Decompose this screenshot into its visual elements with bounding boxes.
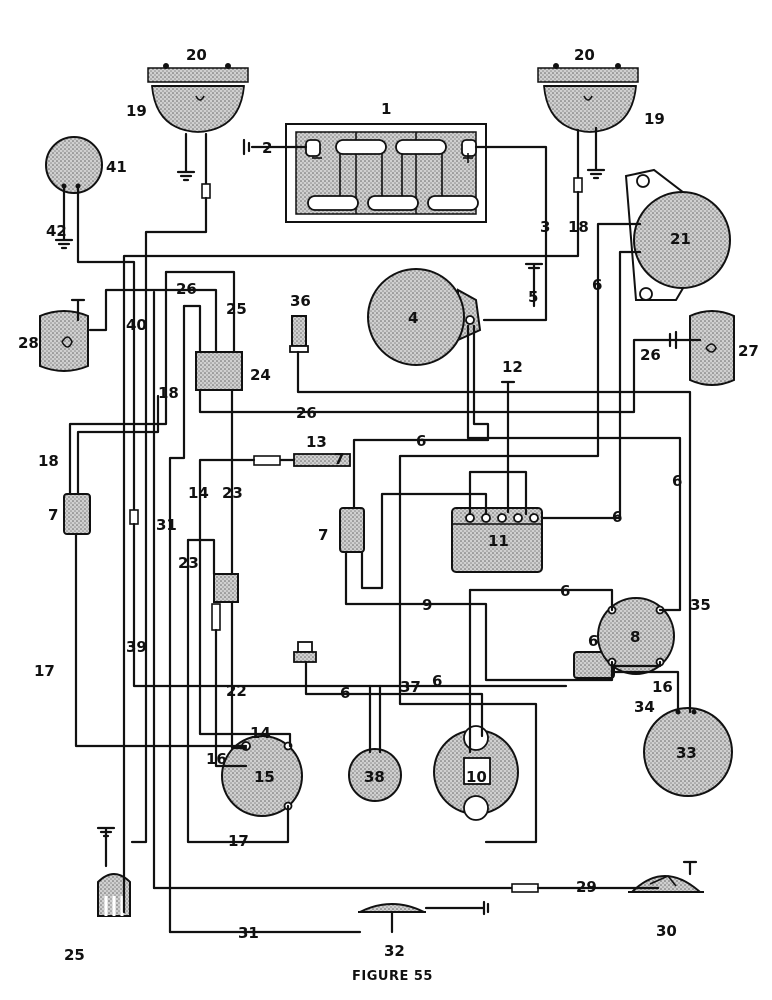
label-20b: 20 <box>574 46 595 64</box>
label-6f: 6 <box>432 672 442 690</box>
battery <box>285 123 487 223</box>
component-8 <box>597 597 675 675</box>
label-29: 29 <box>576 878 597 896</box>
label-34: 34 <box>634 698 655 716</box>
label-26b: 26 <box>296 404 317 422</box>
label-4: 4 <box>408 309 418 327</box>
label-33: 33 <box>676 744 697 762</box>
label-14a: 14 <box>188 484 209 502</box>
label-22: 22 <box>226 682 247 700</box>
relay-24 <box>195 351 243 391</box>
label-28: 28 <box>18 334 39 352</box>
component-38 <box>348 748 402 802</box>
label-7-right: 6 <box>588 632 598 650</box>
label-6c: 6 <box>672 472 682 490</box>
component-32 <box>358 903 426 913</box>
component-21 <box>624 168 731 301</box>
label-26c: 26 <box>640 346 661 364</box>
label-32: 32 <box>384 942 405 960</box>
label-25b: 25 <box>64 946 85 964</box>
label-26a: 26 <box>176 280 197 298</box>
fuse-7-left <box>63 493 91 535</box>
starter-4 <box>367 268 482 366</box>
label-19a: 19 <box>126 102 147 120</box>
label-6d: 6 <box>416 432 426 450</box>
label-6e: 6 <box>560 582 570 600</box>
label-31b: 31 <box>238 924 259 942</box>
lamp-27 <box>689 310 735 386</box>
label-15: 15 <box>254 768 275 786</box>
label-23a: 23 <box>222 484 243 502</box>
label-14b: 14 <box>250 724 271 742</box>
switch-36 <box>289 315 309 353</box>
label-13: 13 <box>306 433 327 451</box>
lamp-41 <box>45 136 103 194</box>
label-17b: 17 <box>228 832 249 850</box>
label-9: 9 <box>422 596 432 614</box>
label-17a: 17 <box>34 662 55 680</box>
label-41: 41 <box>106 158 127 176</box>
connector-6 <box>293 641 317 663</box>
figure-caption: FIGURE 55 <box>352 969 433 984</box>
component-30 <box>628 875 704 893</box>
label-18b: 18 <box>158 384 179 402</box>
label-16a: 16 <box>206 750 227 768</box>
headlamp-left <box>147 63 249 133</box>
label-6b: 6 <box>612 508 622 526</box>
lamp-28 <box>39 310 89 372</box>
label-23b: 23 <box>178 554 199 572</box>
label-39: 39 <box>126 638 147 656</box>
label-40: 40 <box>126 316 147 334</box>
label-25a: 25 <box>226 300 247 318</box>
label-27: 27 <box>738 342 759 360</box>
label-8: 8 <box>630 628 640 646</box>
label-16b: 16 <box>652 678 673 696</box>
switch-small <box>213 573 239 603</box>
label-18c: 18 <box>38 452 59 470</box>
label-11: 11 <box>488 532 509 550</box>
fuse-7-center <box>339 507 365 553</box>
label-18a: 18 <box>568 218 589 236</box>
label-20a: 20 <box>186 46 207 64</box>
label-7a: 7 <box>48 506 58 524</box>
label-36: 36 <box>290 292 311 310</box>
label-19b: 19 <box>644 110 665 128</box>
wiring <box>54 126 702 934</box>
label-1: 1 <box>381 100 391 118</box>
component-15 <box>221 735 303 817</box>
label-35: 35 <box>690 596 711 614</box>
label-42: 42 <box>46 222 67 240</box>
label-24: 24 <box>250 366 271 384</box>
label-6a: 6 <box>592 276 602 294</box>
label-12: 12 <box>502 358 523 376</box>
plug-25 <box>97 873 131 917</box>
label-38: 38 <box>364 768 385 786</box>
label-2: 2 <box>262 139 272 157</box>
label-30: 30 <box>656 922 677 940</box>
label-10: 10 <box>466 768 487 786</box>
label-21: 21 <box>670 230 691 248</box>
label-7b: 7 <box>318 526 328 544</box>
headlamp-right <box>537 63 639 133</box>
label-6g: 6 <box>340 684 350 702</box>
label-5: 5 <box>528 288 538 306</box>
label-37: 37 <box>400 678 421 696</box>
component-33 <box>643 707 733 797</box>
label-7c: 7 <box>334 450 344 468</box>
label-31a: 31 <box>156 516 177 534</box>
control-box-11 <box>451 507 543 573</box>
label-3: 3 <box>540 218 550 236</box>
